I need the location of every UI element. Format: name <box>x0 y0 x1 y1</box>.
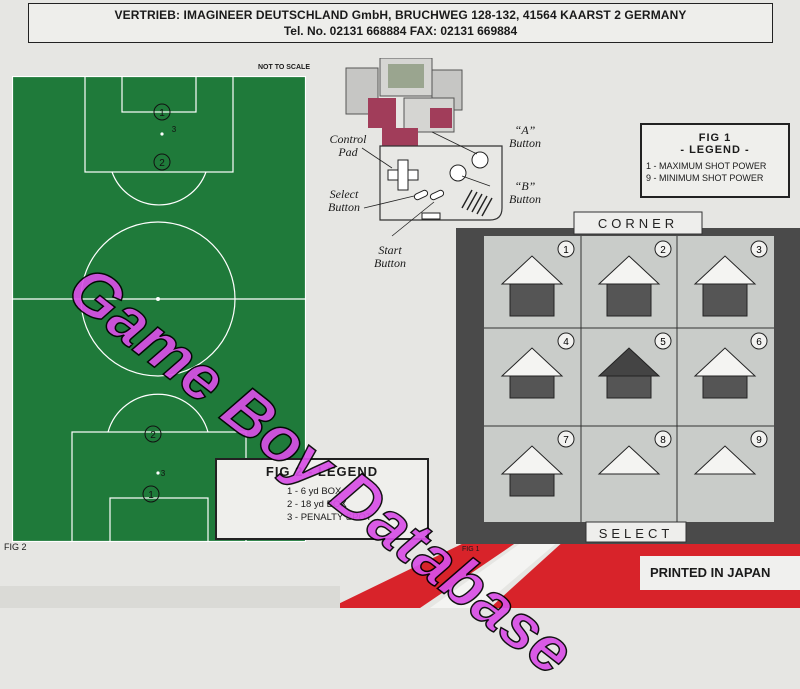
corner-label: CORNER <box>598 216 678 231</box>
cell-number: 6 <box>756 337 762 348</box>
target-body-icon <box>703 284 747 316</box>
page-edge <box>0 586 340 608</box>
printed-in-japan: PRINTED IN JAPAN <box>650 565 800 580</box>
bottom-6yd-box <box>110 498 208 542</box>
b-button-icon <box>450 165 466 181</box>
cell-number: 1 <box>563 245 569 256</box>
cell-number: 2 <box>660 245 666 256</box>
cell-number: 5 <box>660 337 666 348</box>
fig1-legend-subtitle: - LEGEND - <box>642 144 788 156</box>
scale-note: NOT TO SCALE <box>258 64 310 71</box>
target-body-icon <box>510 284 554 316</box>
a-button-icon <box>472 152 488 168</box>
target-body-icon <box>607 284 651 316</box>
target-body-icon <box>510 376 554 398</box>
fig1-legend-title: FIG 1 <box>642 132 788 144</box>
target-body-icon <box>510 474 554 496</box>
control-pad-label: Control Pad <box>322 133 374 159</box>
legend-item: 1 - MAXIMUM SHOT POWER <box>646 160 788 172</box>
fig1-legend: FIG 1 - LEGEND - 1 - MAXIMUM SHOT POWER … <box>640 123 790 198</box>
target-body-icon <box>703 376 747 398</box>
header-address: VERTRIEB: IMAGINEER DEUTSCHLAND GmbH, BR… <box>29 8 772 22</box>
marker-label: 2 <box>159 158 165 169</box>
printed-in-japan-box: PRINTED IN JAPAN <box>640 556 800 590</box>
grid-cells: 1 2 3 4 5 6 7 8 9 <box>502 241 767 496</box>
b-button-label: “B” Button <box>500 180 550 206</box>
cell-number: 9 <box>756 435 762 446</box>
select-label: SELECT <box>599 526 674 541</box>
top-6yd-box <box>122 76 196 112</box>
legend-item: 9 - MINIMUM SHOT POWER <box>646 172 788 184</box>
goal-target-grid: CORNER SELECT 1 2 3 4 5 6 7 8 9 <box>456 210 800 550</box>
cartridge-slot-icon <box>422 213 440 219</box>
start-button-label: Start Button <box>366 244 414 270</box>
marker-label: 3 <box>172 125 177 134</box>
top-arc <box>112 172 206 205</box>
cell-number: 3 <box>756 245 762 256</box>
marker-label: 2 <box>150 430 156 441</box>
cell-number: 8 <box>660 435 666 446</box>
gameboy-body <box>380 146 502 220</box>
select-button-label: Select Button <box>320 188 368 214</box>
fig1-legend-list: 1 - MAXIMUM SHOT POWER 9 - MINIMUM SHOT … <box>646 160 788 184</box>
marker-label: 3 <box>161 469 166 478</box>
penalty-spot <box>156 471 159 474</box>
a-button-label: “A” Button <box>500 124 550 150</box>
target-body-icon <box>607 376 651 398</box>
header-phone: Tel. No. 02131 668884 FAX: 02131 669884 <box>29 24 772 38</box>
penalty-spot <box>160 132 163 135</box>
distributor-header: VERTRIEB: IMAGINEER DEUTSCHLAND GmbH, BR… <box>28 3 773 43</box>
fig2-caption: FIG 2 <box>4 542 27 552</box>
cell-number: 7 <box>563 435 569 446</box>
cell-number: 4 <box>563 337 569 348</box>
marker-label: 1 <box>159 108 165 119</box>
marker-label: 1 <box>148 490 154 501</box>
